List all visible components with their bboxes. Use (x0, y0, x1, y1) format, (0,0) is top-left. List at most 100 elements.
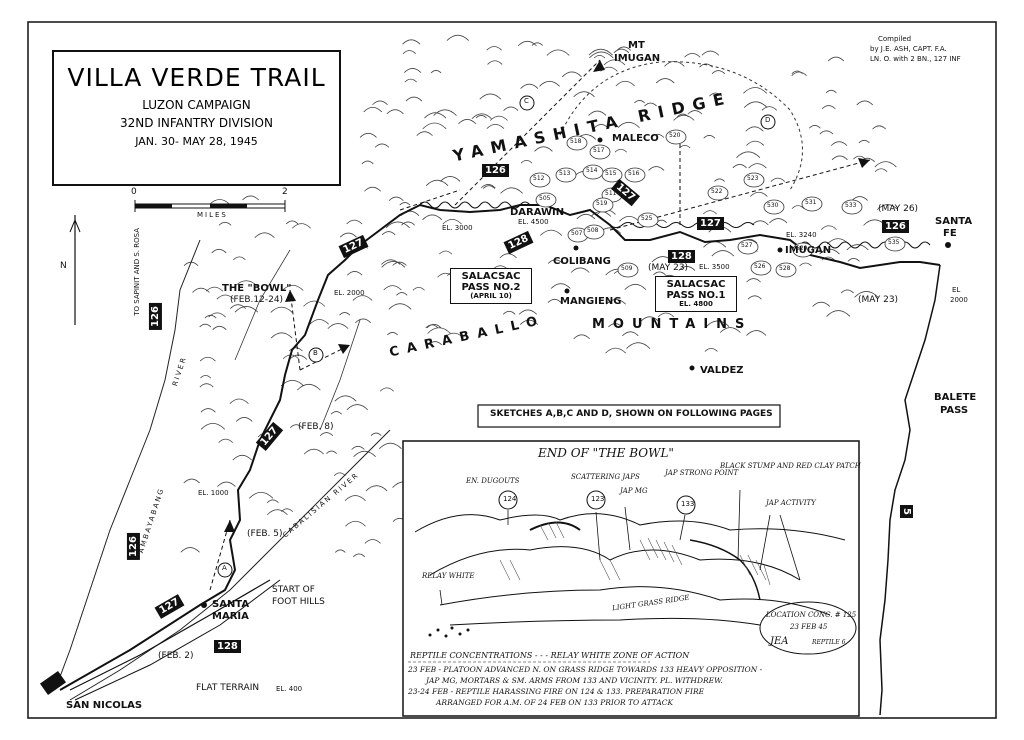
hachure (640, 316, 659, 322)
hachure (281, 284, 304, 291)
hachure (211, 248, 227, 254)
hachure (799, 262, 812, 267)
hachure (546, 49, 570, 56)
inset-jap-activity: JAP ACTIVITY (766, 499, 816, 507)
hachure (346, 271, 363, 276)
hachure (745, 126, 764, 132)
hachure (346, 404, 368, 411)
hachure (303, 300, 326, 307)
inset-note-4: ARRANGED FOR A.M. OF 24 FEB ON 133 PRIOR… (436, 698, 674, 707)
hachure (576, 213, 596, 220)
hachure (486, 123, 505, 129)
hill-circle (566, 135, 588, 151)
hachure (746, 330, 767, 336)
hill-number: 529 (796, 245, 808, 252)
balete-label-1: BALETE (934, 392, 977, 403)
hachure (614, 148, 627, 153)
hachure (200, 375, 212, 379)
hill-circle (737, 239, 759, 255)
el-2000-b-1: EL (952, 286, 961, 294)
hachure (826, 238, 850, 245)
hachure (425, 179, 449, 186)
compiled-line-3: LN. O. with 2 BN., 127 INF (870, 55, 961, 63)
bowl-dates: (FEB.12-24) (230, 295, 284, 305)
hachure (539, 80, 560, 87)
hachure (615, 80, 635, 87)
valdez-label: VALDEZ (700, 365, 744, 376)
division-label: 32ND INFANTRY DIVISION (120, 116, 273, 130)
hachure (634, 100, 645, 104)
hachure (588, 48, 613, 56)
sketch-letter-a: A (222, 564, 227, 572)
inset-location: LOCATION CONC. # 125 (766, 611, 857, 619)
feb-5-label: (FEB. 5) (247, 529, 283, 539)
hachure (573, 334, 590, 340)
hachure (209, 199, 231, 205)
hill-circle (775, 262, 797, 278)
hachure (361, 160, 374, 165)
hachure (874, 161, 897, 168)
hachure (405, 96, 423, 102)
hill-circle (750, 260, 772, 276)
hachure (232, 454, 252, 461)
hill-circles (529, 129, 906, 278)
hachure (518, 309, 538, 315)
mountains-label: MOUNTAINS (592, 317, 753, 332)
hachure (736, 151, 761, 158)
hachure (433, 109, 457, 116)
hachure (381, 261, 406, 268)
hachure (345, 520, 366, 527)
hachure (644, 102, 657, 107)
hill-circle (589, 144, 611, 160)
hill-number: 519 (596, 200, 608, 207)
town-dots (201, 137, 951, 608)
hill-circle (555, 167, 577, 183)
hachure (830, 141, 848, 146)
hachure (648, 166, 665, 171)
hachure (426, 323, 442, 329)
hachure (703, 210, 717, 215)
mt-imugan-label-2: IMUGAN (614, 53, 661, 64)
hachure (334, 395, 357, 402)
hachure (820, 225, 837, 230)
hachure (791, 70, 803, 75)
hachure (372, 100, 388, 106)
salacsac-pass-1: SALACSAC PASS NO.1 EL. 4800 (655, 276, 737, 312)
inset-reptile: REPTILE 6 (812, 639, 846, 646)
hachure (679, 144, 691, 149)
inset-legend: REPTILE CONCENTRATIONS - - - RELAY WHITE… (410, 651, 690, 660)
hill-number: 520 (669, 132, 681, 139)
to-sapinit-label: TO SAPINIT AND S. ROSA (133, 228, 141, 316)
hachure (520, 319, 539, 325)
hachure (751, 220, 769, 226)
hachure (289, 424, 303, 429)
hachure (831, 155, 848, 161)
hachure (480, 184, 496, 189)
hill-number: 526 (754, 263, 766, 270)
hachure (387, 332, 398, 336)
hachure (520, 159, 533, 164)
hachure (573, 91, 595, 98)
hachure (561, 71, 582, 78)
sketch-letter-c: C (524, 97, 529, 105)
hachure (619, 216, 640, 222)
hachure (603, 59, 626, 66)
route-marker: 126 (148, 303, 162, 330)
hachure (401, 221, 416, 226)
inset-dots (428, 626, 470, 638)
compiled-line-2: by J.E. ASH, CAPT. F.A. (870, 45, 947, 53)
map-frame (27, 21, 997, 719)
scale-end: 2 (282, 187, 288, 197)
north-arrow-icon (69, 215, 81, 325)
hachure (826, 310, 851, 317)
hachure (424, 112, 447, 119)
ambayabang-river (54, 239, 201, 691)
pass-1-line-1: SALACSAC (666, 279, 726, 290)
hachure (399, 202, 411, 206)
hachure (242, 195, 260, 201)
hachure (270, 306, 293, 313)
hachure (327, 323, 349, 329)
inset-pointers (439, 489, 801, 606)
hill-number: 515 (605, 170, 617, 177)
